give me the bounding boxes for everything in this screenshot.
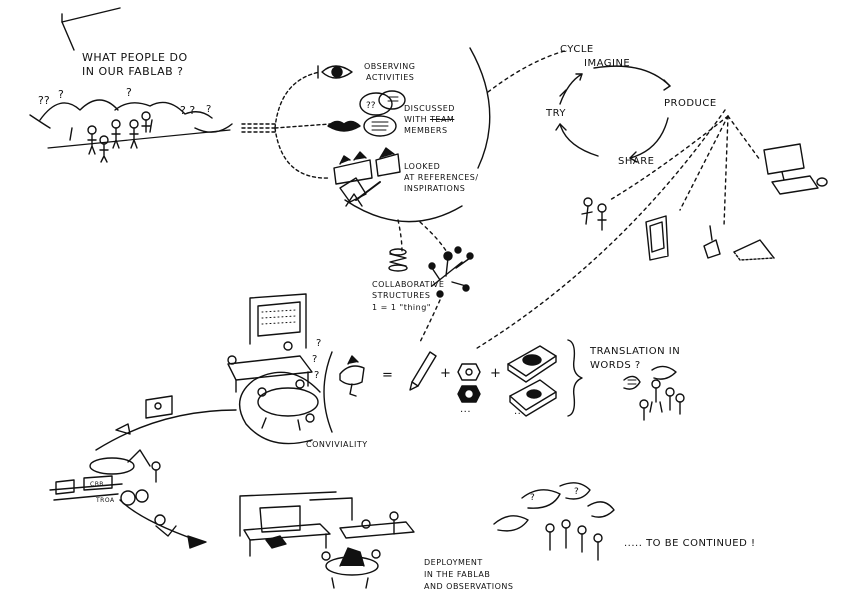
cycle-step-imagine: Imagine: [584, 58, 631, 69]
question-line-1: What people do: [82, 51, 188, 64]
conviviality-circle: [238, 371, 321, 445]
reference-blocks-icon: [333, 147, 401, 207]
cycle-step-share: Share: [618, 156, 655, 167]
label-cbb: CBB: [90, 481, 104, 488]
collaborative-line-3: 1 = 1 "thing": [372, 303, 431, 312]
references-bracket: [344, 199, 463, 223]
discussed-struck: team: [430, 115, 455, 124]
discussed-line-1: Discussed: [404, 104, 455, 113]
collaborative-line-1: Collaborative: [372, 280, 445, 289]
deployment-line-1: Deployment: [424, 558, 483, 567]
observing-line-1: Observing: [364, 62, 416, 71]
discussed-line-3: members: [404, 126, 448, 135]
bolt-nut-icon: [457, 363, 481, 403]
question-arrow: [241, 123, 276, 133]
activities-bracket: [469, 47, 491, 169]
cycle-title: Cycle: [560, 44, 594, 55]
translation-people: [623, 365, 685, 421]
ellipsis-2: ...: [514, 406, 526, 417]
speech-bubbles-icon: ??: [359, 90, 406, 137]
label-troa: TROA: [96, 497, 115, 504]
3d-printer-icon: [645, 215, 669, 261]
cycle-step-try: Try: [546, 108, 567, 119]
deployment-scene: [239, 491, 415, 589]
conviviality-label: Conviviality: [306, 440, 368, 449]
workshop-room: ? ? ?: [227, 293, 321, 393]
activity-branches: [274, 71, 331, 179]
conviviality-bracket: [323, 351, 333, 433]
svg-text:??: ??: [366, 101, 376, 111]
looked-line-2: at references/: [404, 173, 479, 182]
svg-text:?: ?: [312, 354, 317, 365]
cycle-step-produce: Produce: [664, 98, 717, 109]
translation-line-2: words ?: [590, 360, 641, 371]
translation-brace: [567, 339, 583, 417]
deployment-line-3: and observations: [424, 582, 514, 591]
svg-text:? ?: ? ?: [180, 104, 195, 117]
svg-text:?: ?: [530, 493, 535, 503]
svg-text:?: ?: [58, 88, 64, 101]
people-group-1: [87, 111, 151, 163]
svg-text:?: ?: [126, 86, 132, 99]
deployment-line-2: in the fablab: [424, 570, 491, 579]
lips-icon: [327, 120, 361, 132]
looked-line-1: Looked: [404, 162, 441, 171]
dashed-connections: [397, 49, 761, 351]
equation-object: [339, 355, 365, 397]
question-line-2: in our fablab ?: [82, 65, 184, 78]
eye-icon: [317, 65, 353, 79]
observing-line-2: activities: [366, 73, 415, 82]
people-pair-right: [581, 197, 607, 231]
tools-icon: [703, 225, 775, 261]
plus-sign-1: +: [440, 366, 452, 381]
computer-icon: [763, 143, 828, 195]
to-be-continued: ..... to be continued !: [624, 538, 756, 549]
spring-icon: [388, 248, 408, 272]
svg-text:?: ?: [206, 104, 211, 115]
translation-line-1: Translation in: [590, 346, 681, 357]
svg-text:??: ??: [38, 94, 50, 107]
collaborative-line-2: structures: [372, 291, 431, 300]
continued-people: ? ?: [493, 482, 615, 561]
room-corner: [61, 7, 121, 51]
svg-text:?: ?: [574, 487, 579, 497]
question-scene: ?? ? ? ? ? ?: [29, 86, 233, 149]
equals-sign: =: [382, 368, 394, 383]
flow-curve: [95, 409, 237, 549]
discussed-line-2: with: [404, 115, 428, 124]
plate-part-icon: [509, 379, 557, 417]
ellipsis-1: ...: [460, 404, 472, 415]
svg-text:?: ?: [316, 338, 321, 349]
plus-sign-2: +: [490, 366, 502, 381]
plant-structure-icon: [428, 246, 474, 298]
workbench-scene: [49, 395, 177, 537]
looked-line-3: inspirations: [404, 184, 466, 193]
cycle-diagram: [555, 65, 671, 163]
svg-text:?: ?: [314, 370, 319, 381]
disc-part-icon: [507, 345, 557, 383]
pencil-icon: [409, 351, 437, 391]
